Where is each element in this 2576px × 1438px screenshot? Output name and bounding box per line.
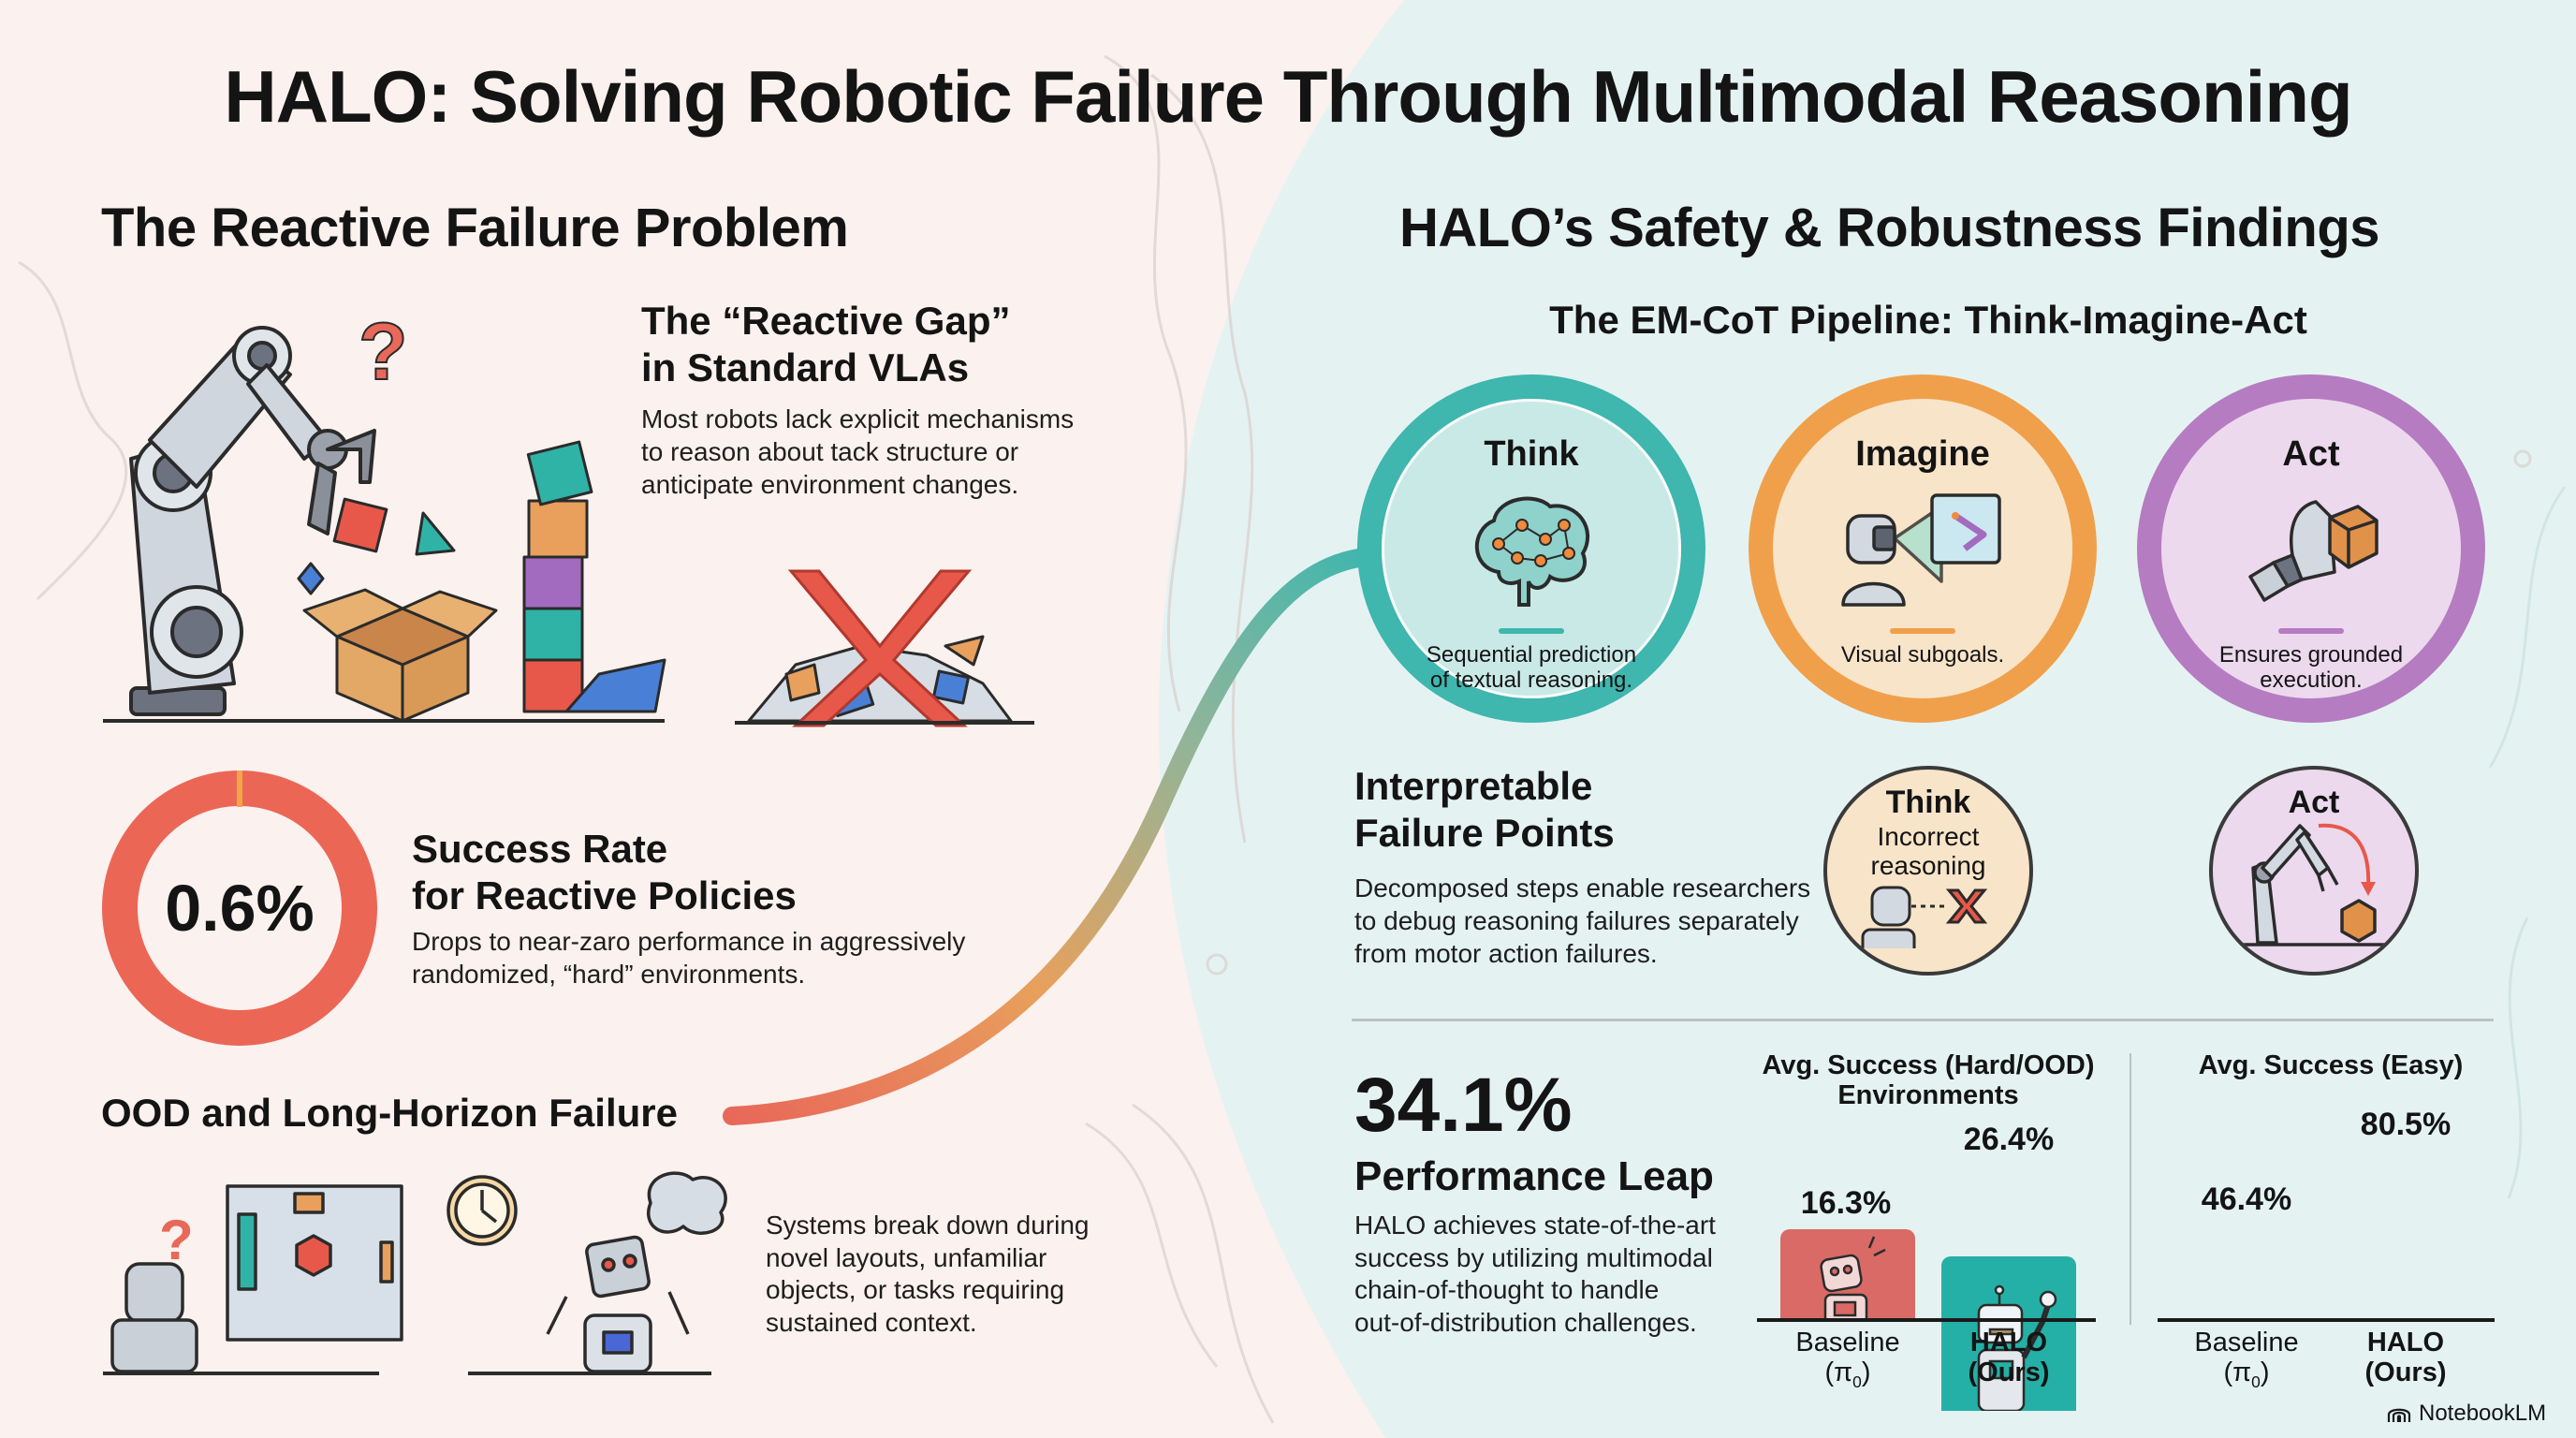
pipeline-step-label: Act: [2282, 434, 2340, 474]
notebooklm-brand: NotebookLM: [2387, 1401, 2546, 1427]
performance-value: 34.1%: [1354, 1063, 1573, 1148]
category-halo-easy: HALO (Ours): [2364, 1328, 2447, 1388]
interpretable-title: Interpretable Failure Points: [1354, 764, 1615, 855]
bar-value-baseline-hard: 16.3%: [1800, 1185, 1892, 1221]
performance-description: HALO achieves state-of-the-art success b…: [1354, 1211, 1716, 1338]
stack-block-orange: [527, 499, 589, 559]
reasoning-error-icon: [1861, 886, 1988, 948]
robot-hand-cube-icon: [2248, 500, 2378, 602]
success-rate-gauge: 0.6%: [101, 770, 378, 1047]
reactive-gap-description: Most robots lack explicit mechanisms to …: [641, 404, 1075, 499]
stack-block-teal: [522, 607, 584, 662]
falling-red-block-icon: [332, 497, 388, 553]
pipeline-step-label: Think: [1484, 434, 1579, 474]
category-baseline-hard: Baseline (π0): [1795, 1328, 1900, 1392]
category-halo-hard: HALO (Ours): [1968, 1328, 2050, 1388]
chart-hard-ood-title: Avg. Success (Hard/OOD) Environments: [1762, 1050, 2095, 1111]
notebooklm-logo-icon: [2387, 1408, 2411, 1422]
success-rate-description: Drops to near-zaro performance in aggres…: [412, 927, 966, 989]
question-mark-icon: ?: [359, 309, 408, 397]
pipeline-step-think: Think Sequential prediction of textual r…: [1357, 374, 1705, 723]
failure-debris-illustration: [735, 569, 1034, 727]
performance-title: Performance Leap: [1354, 1153, 1714, 1199]
failure-card-think: Think Incorrect reasoning: [1823, 766, 2033, 976]
success-rate-title: Success Rate for Reactive Policies: [412, 827, 797, 917]
pipeline-step-imagine: Imagine Visual subgoals.: [1749, 374, 2097, 723]
thought-cloud-icon: [647, 1171, 727, 1235]
chart-easy-axis: [2158, 1318, 2495, 1322]
page-title: HALO: Solving Robotic Failure Through Mu…: [224, 55, 2352, 138]
category-baseline-easy: Baseline (π0): [2194, 1328, 2299, 1392]
stack-block-purple: [522, 555, 584, 610]
ood-illustration: ?: [103, 1171, 727, 1375]
pipeline-step-description: Ensures grounded execution.: [2218, 642, 2404, 693]
robot-projector-icon: [1841, 493, 2001, 607]
pipeline-step-label: Imagine: [1855, 434, 1990, 474]
robot-arm-drop-icon: [2239, 823, 2389, 946]
bar-value-halo-hard: 26.4%: [1963, 1122, 2055, 1157]
brain-network-icon: [1474, 496, 1589, 607]
robot-back-icon: [124, 1262, 184, 1324]
robot-arm-illustration: ?: [103, 309, 666, 723]
donut-ring-icon: [102, 770, 377, 1046]
falling-triangle-icon: [415, 511, 456, 556]
section-divider: [1352, 1019, 2494, 1021]
ood-description: Systems break down during novel layouts,…: [766, 1211, 1090, 1338]
chart-easy-title: Avg. Success (Easy): [2198, 1050, 2464, 1080]
interpretable-description: Decomposed steps enable researchers to d…: [1354, 873, 1811, 968]
chart-hard-ood-axis: [1757, 1318, 2096, 1322]
bar-baseline-hard: [1780, 1229, 1915, 1320]
happy-robot-icon: [1977, 1284, 2057, 1411]
frustrated-robot-icon: [1820, 1236, 1886, 1320]
bar-value-baseline-easy: 46.4%: [2201, 1181, 2292, 1217]
chart-separator: [2130, 1053, 2131, 1325]
pipeline-step-description: Sequential prediction of textual reasoni…: [1426, 642, 1637, 693]
falling-diamond-icon: [297, 562, 325, 595]
pipeline-step-description: Visual subgoals.: [1840, 642, 2005, 668]
robot-arm-base-icon: [129, 686, 227, 716]
bar-value-halo-easy: 80.5%: [2360, 1107, 2452, 1142]
right-section-heading: HALO’s Safety & Robustness Findings: [1399, 198, 2380, 258]
bar-halo-hard: [1941, 1256, 2076, 1411]
reactive-gap-title: The “Reactive Gap” in Standard VLAs: [641, 299, 1011, 389]
success-rate-value: 0.6%: [165, 872, 315, 945]
question-mark-icon: ?: [159, 1209, 194, 1271]
red-x-icon: [787, 569, 973, 727]
confused-robot-icon: [585, 1235, 651, 1299]
stack-block-tilted: [526, 440, 593, 506]
left-section-heading: The Reactive Failure Problem: [101, 198, 849, 258]
failure-card-act: Act: [2209, 766, 2419, 976]
ood-title: OOD and Long-Horizon Failure: [101, 1091, 678, 1135]
pipeline-step-act: Act Ensures grounded execution.: [2137, 374, 2485, 723]
fallen-blue-blocks-icon: [564, 658, 666, 713]
pipeline-title: The EM-CoT Pipeline: Think-Imagine-Act: [1549, 298, 2307, 342]
